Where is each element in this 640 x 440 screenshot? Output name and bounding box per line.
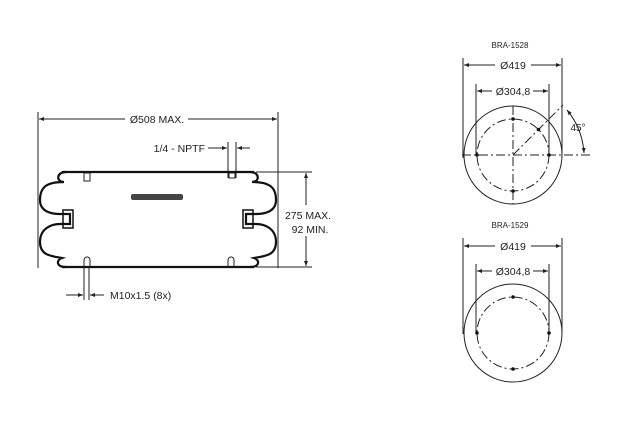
air-port (228, 172, 236, 179)
bellows-right (244, 170, 278, 269)
stud-label: M10x1.5 (8x) (110, 290, 171, 302)
bolt-circle-label: Ø304,8 (496, 266, 531, 278)
plate-bra-1529: BRA-1529 Ø419 Ø304,8 (462, 221, 563, 383)
port-label: 1/4 - NPTF (154, 143, 205, 155)
angle-arc (566, 109, 586, 154)
height-max-label: 275 MAX. (285, 210, 331, 222)
bellows-left (38, 170, 72, 269)
plate-title: BRA-1528 (492, 41, 529, 50)
stud (83, 172, 91, 182)
brand-logo (131, 194, 183, 200)
bolt-circle-label: Ø304,8 (496, 86, 531, 98)
angle-label: 45° (570, 123, 585, 134)
stud (83, 256, 91, 267)
plate-title: BRA-1529 (492, 221, 529, 230)
height-min-label: 92 MIN. (292, 224, 329, 236)
outer-diameter-label: Ø419 (500, 60, 526, 72)
stud (227, 256, 235, 267)
outer-circle (463, 283, 563, 383)
diameter-label: Ø508 MAX. (130, 114, 184, 126)
bolt-circle (476, 296, 550, 370)
side-view: Ø508 MAX. 1/4 - NPTF 275 MAX. 92 MIN. (37, 112, 331, 302)
plate-bra-1528: BRA-1528 Ø419 Ø304,8 45° (462, 41, 590, 205)
outer-diameter-label: Ø419 (500, 241, 526, 253)
